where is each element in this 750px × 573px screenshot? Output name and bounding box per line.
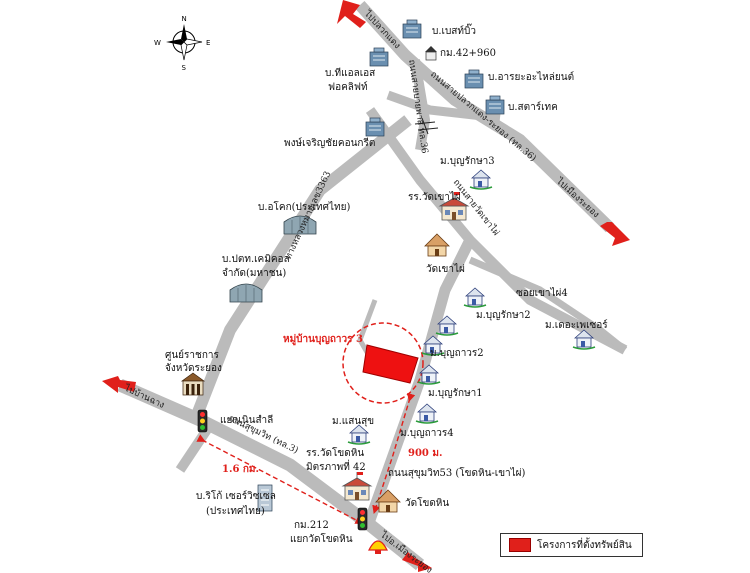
compass-icon: N S E W — [154, 15, 210, 72]
km-marker-icon — [425, 46, 437, 61]
label-tls-1: บ.ทีแอลเอส — [325, 67, 375, 79]
tlsforklift-building-icon — [369, 47, 389, 67]
saensuk-house-icon — [347, 424, 371, 445]
label-km42: กม.42+960 — [440, 48, 496, 59]
compass-w: W — [154, 39, 161, 47]
label-school-khodhin-1: รร.วัดโขดหิน — [306, 446, 364, 459]
arrow-right — [600, 222, 630, 246]
besetbio-building-icon — [402, 19, 422, 39]
arrow-top-left — [337, 0, 366, 28]
traffic-light-icon-noen — [197, 409, 208, 433]
shell-logo-icon — [368, 540, 388, 554]
label-wat-khaopai: วัดเขาไผ่ — [426, 263, 465, 275]
legend-label: โครงการที่ตั้งทรัพย์สิน — [537, 539, 632, 551]
label-yaek-noen: แยกเนินสำลี — [220, 414, 273, 426]
label-to-pluak-daeng: ไปปลวกแดง — [361, 8, 402, 51]
dist-arrow-16km — [196, 434, 364, 524]
label-okoke: บ.อโคก(ประเทศไทย) — [258, 200, 350, 213]
road-bypass-36 — [410, 59, 430, 151]
label-bunrak3: ม.บุญรักษา3 — [440, 156, 495, 167]
compass-n: N — [182, 15, 187, 23]
label-project-village: หมู่บ้านบุญถาวร 3 — [283, 333, 363, 346]
legend-swatch — [509, 538, 531, 552]
bunthaworn4-house-icon — [415, 403, 439, 424]
araya-building-icon — [464, 69, 484, 89]
label-to-rayong: ไปเมืองระยอง — [553, 175, 601, 220]
soi-khao-pai-4 — [468, 256, 628, 353]
label-road-363: ทางหลวงหมายเลข3363 — [284, 170, 334, 262]
label-besetbio: บ.เบสท์บิ๊ว — [432, 23, 476, 37]
project-parcel[interactable] — [362, 344, 419, 384]
label-school-khaopai: รร.วัดเขาไผ่ — [408, 191, 461, 203]
ricoh-building-icon — [257, 484, 273, 512]
road-network — [117, 0, 628, 571]
label-wat-khodhin: วัดโขดหิน — [405, 496, 449, 509]
school-khodhin-icon — [342, 471, 372, 501]
label-startech: บ.สตาร์เทค — [508, 101, 558, 113]
bunrak3-house-icon — [469, 169, 493, 190]
compass-e: E — [206, 39, 210, 47]
label-saensuk: ม.แสนสุข — [332, 416, 374, 427]
govt-center-icon — [180, 372, 206, 396]
label-soi-khaopai4: ซอยเขาไผ่4 — [516, 287, 568, 299]
label-ptt-2: จำกัด(มหาชน) — [222, 268, 286, 279]
bunrak2-house-icon-1 — [463, 287, 487, 308]
arrow-left — [102, 376, 136, 393]
label-dist-16: 1.6 กม. — [222, 464, 259, 475]
label-pongcharoen: พงษ์เจริญชัยคอนกรีต — [284, 137, 375, 149]
label-km212: กม.212 — [294, 520, 329, 531]
dist-arrow-900m — [372, 392, 416, 514]
compass-s: S — [182, 64, 187, 72]
road-bypass-36-branch — [386, 90, 501, 123]
map-legend: โครงการที่ตั้งทรัพย์สิน — [500, 533, 643, 557]
label-center-2: จังหวัดระยอง — [165, 363, 222, 374]
label-yaek-khodhin: แยกวัดโขดหิน — [290, 532, 353, 545]
road-pluak-daeng-rayong — [355, 0, 615, 233]
label-dist-900: 900 ม. — [408, 448, 442, 459]
traffic-light-icon-khodhin — [357, 507, 368, 531]
label-center-1: ศูนย์ราชการ — [165, 349, 219, 361]
label-ptt-1: บ.ปตท.เคมิคอล — [222, 254, 290, 265]
label-araya: บ.อารยะอะไหล่ยนต์ — [488, 71, 574, 83]
label-bunthaworn2: ม.บุญถาวร2 — [430, 348, 484, 359]
label-tls-2: ฟอคลิฟท์ — [328, 81, 368, 93]
wat-khaopai-temple-icon — [424, 233, 450, 257]
rail-crossing — [414, 117, 439, 135]
label-sukhumvit53: ถนนสุขุมวิท53 (โขดหิน-เขาไผ่) — [388, 466, 526, 479]
road-363 — [189, 115, 412, 423]
label-bunrak1: ม.บุญรักษา1 — [428, 388, 483, 399]
label-ricoh-1: บ.ริโก้ เซอร์วิซเซล — [196, 489, 276, 502]
label-school-khodhin-2: มิตรภาพที่ 42 — [306, 459, 366, 473]
direction-arrows — [102, 0, 630, 572]
arrow-bottom — [402, 552, 432, 572]
road-sukhumvit-branch — [175, 422, 215, 473]
label-theace: ม.เดอะเพเซอร์ — [545, 319, 608, 331]
project-circle — [342, 322, 424, 404]
label-bunrak2: ม.บุญรักษา2 — [476, 310, 531, 321]
label-ricoh-2: (ประเทศไทย) — [206, 505, 265, 517]
label-bunthaworn4: ม.บุญถาวร4 — [400, 428, 454, 439]
label-to-rayong-south: ไปอ.เมืองระยอง — [377, 529, 434, 573]
ptt-warehouse-icon — [229, 283, 263, 303]
startech-building-icon — [485, 95, 505, 115]
